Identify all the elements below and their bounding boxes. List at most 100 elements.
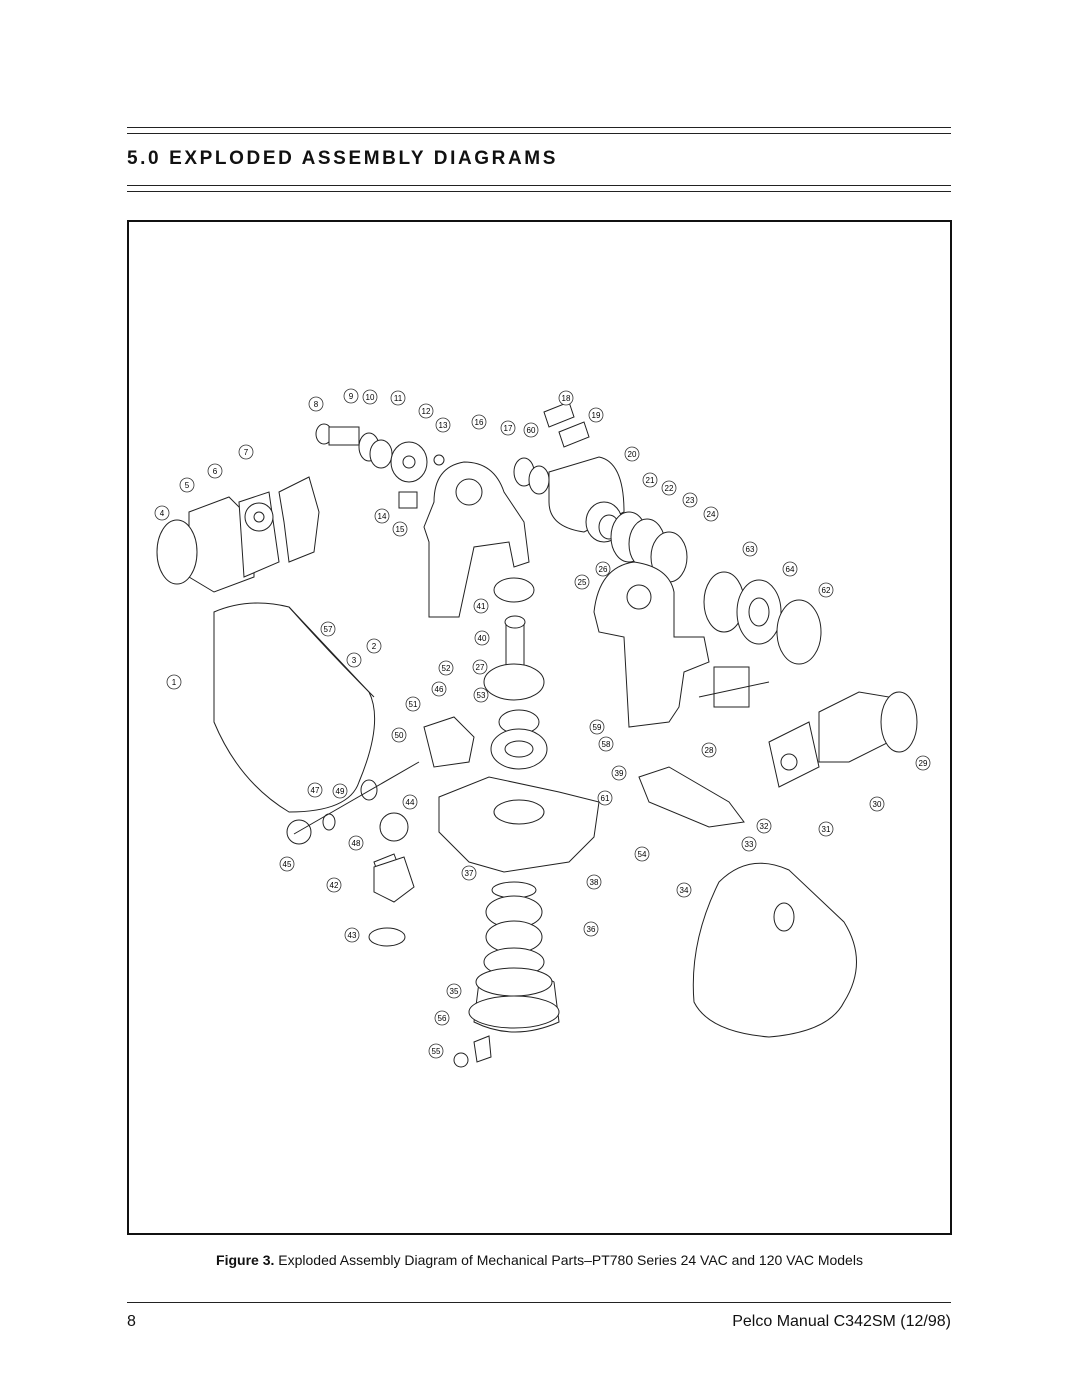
callout-bubble-34 <box>676 882 692 898</box>
callout-bubble-44 <box>402 794 418 810</box>
callout-label-53: 53 <box>477 691 486 700</box>
callout-label-48: 48 <box>352 839 361 848</box>
page-number: 8 <box>127 1313 136 1330</box>
header-rule-top-2 <box>127 133 951 134</box>
callout-bubble-37 <box>461 865 477 881</box>
callout-bubble-28 <box>701 742 717 758</box>
callout-51: 51 <box>405 696 421 712</box>
callout-45: 45 <box>279 856 295 872</box>
callout-label-39: 39 <box>615 769 624 778</box>
callout-label-35: 35 <box>450 987 459 996</box>
callout-14: 14 <box>374 508 390 524</box>
callout-label-64: 64 <box>786 565 795 574</box>
figure-caption: Figure 3. Exploded Assembly Diagram of M… <box>127 1252 952 1268</box>
callout-label-27: 27 <box>476 663 485 672</box>
callout-3: 3 <box>346 652 362 668</box>
callout-label-28: 28 <box>705 746 714 755</box>
callout-bubble-35 <box>446 983 462 999</box>
bracket-42-drawing <box>373 856 415 903</box>
callout-label-46: 46 <box>435 685 444 694</box>
callout-23: 23 <box>682 492 698 508</box>
callout-19: 19 <box>588 407 604 423</box>
callout-label-34: 34 <box>680 886 689 895</box>
callout-label-15: 15 <box>396 525 405 534</box>
callout-label-18: 18 <box>562 394 571 403</box>
callout-bubble-12 <box>418 403 434 419</box>
callout-39: 39 <box>611 765 627 781</box>
callout-55: 55 <box>428 1043 444 1059</box>
callout-61: 61 <box>597 790 613 806</box>
callout-bubble-24 <box>703 506 719 522</box>
callout-label-24: 24 <box>707 510 716 519</box>
center-gear-stack-drawing <box>483 577 548 770</box>
callout-bubble-64 <box>782 561 798 577</box>
small-gear-drawing <box>368 927 406 947</box>
callout-bubble-50 <box>391 727 407 743</box>
callout-57: 57 <box>320 621 336 637</box>
callout-bubble-21 <box>642 472 658 488</box>
callout-33: 33 <box>741 836 757 852</box>
callout-label-32: 32 <box>760 822 769 831</box>
callout-bubble-46 <box>431 681 447 697</box>
callout-label-29: 29 <box>919 759 928 768</box>
callout-28: 28 <box>701 742 717 758</box>
callout-bubble-4 <box>154 505 170 521</box>
callout-label-8: 8 <box>314 400 319 409</box>
rear-cover-drawing <box>692 862 857 1038</box>
callout-label-1: 1 <box>172 678 177 687</box>
callout-7: 7 <box>238 444 254 460</box>
callout-label-42: 42 <box>330 881 339 890</box>
callout-13: 13 <box>435 417 451 433</box>
callout-37: 37 <box>461 865 477 881</box>
callout-54: 54 <box>634 846 650 862</box>
header-rule-bottom-1 <box>127 185 951 186</box>
callout-56: 56 <box>434 1010 450 1026</box>
callout-bubble-53 <box>473 687 489 703</box>
callout-52: 52 <box>438 660 454 676</box>
callout-bubble-48 <box>348 835 364 851</box>
callout-4: 4 <box>154 505 170 521</box>
callout-bubble-3 <box>346 652 362 668</box>
callout-43: 43 <box>344 927 360 943</box>
callout-bubble-62 <box>818 582 834 598</box>
callout-bubble-55 <box>428 1043 444 1059</box>
callout-bubble-11 <box>390 390 406 406</box>
callout-31: 31 <box>818 821 834 837</box>
callout-label-50: 50 <box>395 731 404 740</box>
callout-label-38: 38 <box>590 878 599 887</box>
callout-bubble-60 <box>523 422 539 438</box>
callout-48: 48 <box>348 835 364 851</box>
callout-bubble-6 <box>207 463 223 479</box>
callout-17: 17 <box>500 420 516 436</box>
callout-64: 64 <box>782 561 798 577</box>
callout-bubble-8 <box>308 396 324 412</box>
callout-60: 60 <box>523 422 539 438</box>
callout-label-56: 56 <box>438 1014 447 1023</box>
callout-label-36: 36 <box>587 925 596 934</box>
callout-1: 1 <box>166 674 182 690</box>
callout-24: 24 <box>703 506 719 522</box>
vertical-frame-left-drawing <box>423 461 530 618</box>
callout-bubble-22 <box>661 480 677 496</box>
callout-10: 10 <box>362 389 378 405</box>
callout-bubble-57 <box>320 621 336 637</box>
callout-bubble-45 <box>279 856 295 872</box>
callout-46: 46 <box>431 681 447 697</box>
callout-20: 20 <box>624 446 640 462</box>
callout-label-40: 40 <box>478 634 487 643</box>
callout-59: 59 <box>589 719 605 735</box>
callout-bubble-19 <box>588 407 604 423</box>
callout-53: 53 <box>473 687 489 703</box>
callout-label-55: 55 <box>432 1047 441 1056</box>
callout-label-26: 26 <box>599 565 608 574</box>
callout-16: 16 <box>471 414 487 430</box>
callout-63: 63 <box>742 541 758 557</box>
callout-bubble-41 <box>473 598 489 614</box>
callout-bubble-15 <box>392 521 408 537</box>
callout-58: 58 <box>598 736 614 752</box>
right-motor-drawing <box>768 691 918 788</box>
callout-41: 41 <box>473 598 489 614</box>
callout-bubble-51 <box>405 696 421 712</box>
callout-bubble-29 <box>915 755 931 771</box>
callout-label-47: 47 <box>311 786 320 795</box>
